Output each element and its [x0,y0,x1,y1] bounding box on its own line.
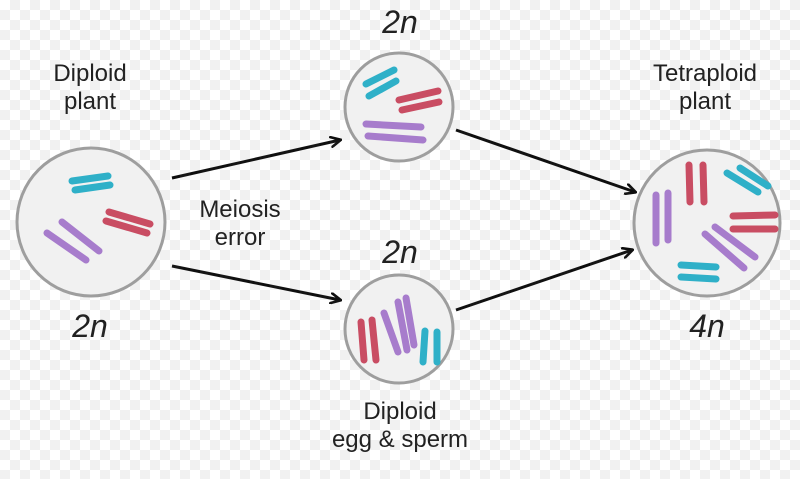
offspring-cell-icon [632,148,782,298]
diploid-plant-label-line2: plant [63,88,117,116]
meiosis-error-label: Meiosis error [175,196,305,253]
chromosome-cyan [68,172,114,194]
chromosome-red [102,208,154,237]
gametes-label-line2: egg & sperm [331,426,469,454]
diploid-plant-label-line1: Diploid [53,60,127,87]
chromosome-purple [43,218,103,264]
arrows [171,128,635,312]
tetraploid-plant-label-line2: plant [678,88,732,116]
gamete-cell-icon-bottom [343,273,455,385]
arrow-bottom-gamete-to-offspring [455,250,632,312]
gamete-cell-icon-top [343,51,455,163]
ploidy-gamete-top: 2n [382,4,418,40]
meiosis-error-label-line1: Meiosis [199,196,281,223]
meiosis-error-label-line2: error [214,224,266,252]
ploidy-parent: 2n [72,308,108,344]
gametes-label-line1: Diploid [363,398,437,425]
ploidy-offspring: 4n [689,308,725,344]
tetraploid-plant-label-line1: Tetraploid [652,60,758,87]
tetraploid-plant-label: Tetraploid plant [620,60,790,117]
arrow-parent-to-top-gamete [171,140,340,180]
parent-cell-icon [15,146,167,298]
gametes-label: Diploid egg & sperm [300,398,500,455]
arrow-parent-to-bottom-gamete [171,264,340,300]
arrow-top-gamete-to-offspring [455,128,635,192]
ploidy-gamete-bottom: 2n [382,234,418,270]
diploid-plant-label: Diploid plant [20,60,160,117]
